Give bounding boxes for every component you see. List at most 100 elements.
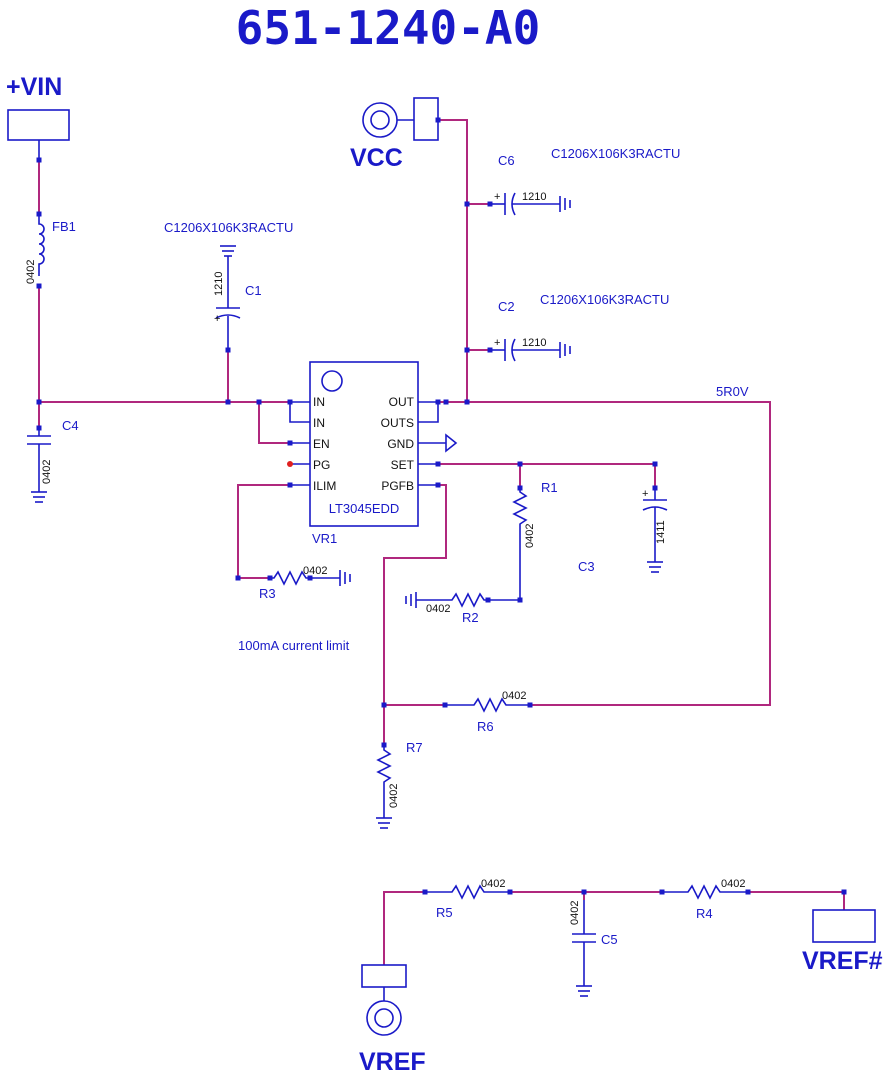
vcc-connector[interactable]: VCC bbox=[350, 97, 439, 172]
pin-pg: PG bbox=[313, 458, 330, 472]
fb1-package: 0402 bbox=[25, 260, 37, 284]
c6-part: C1206X106K3RACTU bbox=[551, 146, 680, 161]
vr1-part: LT3045EDD bbox=[329, 501, 400, 516]
vref-label: VREF bbox=[359, 1048, 426, 1076]
junction-dot bbox=[581, 889, 587, 895]
c4-package: 0402 bbox=[41, 460, 53, 484]
pin-gnd: GND bbox=[387, 437, 414, 451]
r1-ref: R1 bbox=[541, 480, 558, 495]
junction-dot bbox=[517, 461, 523, 467]
r4-resistor[interactable]: 0402 R4 bbox=[662, 878, 748, 921]
junction-dot bbox=[652, 461, 658, 467]
fb1-ref: FB1 bbox=[52, 219, 76, 234]
c1-ref: C1 bbox=[245, 283, 262, 298]
5r0v-net-label: 5R0V bbox=[716, 384, 749, 399]
r2-resistor[interactable]: 0402 R2 bbox=[405, 592, 520, 625]
pin-in-2: IN bbox=[313, 416, 325, 430]
junction-dot bbox=[745, 889, 751, 895]
c2-capacitor[interactable]: + 1210 C2 C1206X106K3RACTU bbox=[490, 292, 669, 362]
c5-capacitor[interactable]: 0402 C5 bbox=[569, 900, 618, 997]
r3-package: 0402 bbox=[303, 565, 327, 577]
junction-dot bbox=[435, 461, 441, 467]
junction-dot bbox=[36, 425, 42, 431]
c4-capacitor[interactable]: 0402 C4 bbox=[27, 418, 79, 503]
pg-pin-marker bbox=[287, 461, 293, 467]
junction-dot bbox=[225, 399, 231, 405]
junction-dot bbox=[464, 201, 470, 207]
r6-resistor[interactable]: 0402 R6 bbox=[445, 690, 530, 734]
r5-package: 0402 bbox=[481, 878, 505, 890]
c6-package: 1210 bbox=[522, 191, 546, 203]
junction-dot bbox=[381, 742, 387, 748]
junction-dot bbox=[487, 201, 493, 207]
vin-connector[interactable]: +VIN bbox=[6, 73, 70, 160]
junction-dot bbox=[307, 575, 313, 581]
r1-package: 0402 bbox=[524, 524, 536, 548]
r6-package: 0402 bbox=[502, 690, 526, 702]
c3-capacitor[interactable]: + 1411 C3 bbox=[578, 488, 668, 574]
junction-dot bbox=[36, 399, 42, 405]
r7-resistor[interactable]: 0402 R7 bbox=[376, 740, 423, 829]
junction-dot bbox=[527, 702, 533, 708]
r2-package: 0402 bbox=[426, 603, 450, 615]
junction-dot bbox=[256, 399, 262, 405]
vin-port-box bbox=[7, 109, 70, 141]
pin-out: OUT bbox=[389, 395, 415, 409]
c1-package: 1210 bbox=[213, 272, 225, 296]
vcc-label: VCC bbox=[350, 144, 403, 172]
r2-ref: R2 bbox=[462, 610, 479, 625]
junction-dots bbox=[36, 117, 847, 895]
junction-dot bbox=[517, 485, 523, 491]
junction-dot bbox=[517, 597, 523, 603]
r7-ref: R7 bbox=[406, 740, 423, 755]
vr1-regulator[interactable]: IN IN EN PG ILIM OUT OUTS GND SET PGFB L… bbox=[287, 361, 458, 546]
junction-dot bbox=[381, 702, 387, 708]
c5-ref: C5 bbox=[601, 932, 618, 947]
vin-label: +VIN bbox=[6, 73, 62, 101]
fb1-ferrite[interactable]: FB1 0402 bbox=[25, 214, 76, 284]
junction-dot bbox=[287, 482, 293, 488]
c2-package: 1210 bbox=[522, 337, 546, 349]
junction-dot bbox=[652, 485, 658, 491]
r5-ref: R5 bbox=[436, 905, 453, 920]
r5-resistor[interactable]: 0402 R5 bbox=[425, 878, 510, 920]
junction-dot bbox=[267, 575, 273, 581]
r6-ref: R6 bbox=[477, 719, 494, 734]
c2-ref: C2 bbox=[498, 299, 515, 314]
svg-text:+: + bbox=[214, 313, 220, 325]
pin-in-1: IN bbox=[313, 395, 325, 409]
pin-outs: OUTS bbox=[381, 416, 414, 430]
junction-dot bbox=[435, 399, 441, 405]
r4-ref: R4 bbox=[696, 906, 713, 921]
r4-package: 0402 bbox=[721, 878, 745, 890]
junction-dot bbox=[443, 399, 449, 405]
vr1-ref: VR1 bbox=[312, 531, 337, 546]
junction-dot bbox=[36, 157, 42, 163]
vref-connector[interactable]: VREF bbox=[359, 964, 426, 1076]
c2-part: C1206X106K3RACTU bbox=[540, 292, 669, 307]
junction-dot bbox=[435, 482, 441, 488]
svg-text:+: + bbox=[494, 191, 500, 203]
junction-dot bbox=[435, 117, 441, 123]
r7-package: 0402 bbox=[388, 784, 400, 808]
wires bbox=[38, 119, 845, 965]
c3-ref: C3 bbox=[578, 559, 595, 574]
junction-dot bbox=[659, 889, 665, 895]
junction-dot bbox=[36, 211, 42, 217]
junction-dot bbox=[442, 702, 448, 708]
junction-dot bbox=[464, 399, 470, 405]
junction-dot bbox=[464, 347, 470, 353]
vref-n-connector[interactable]: VREF# bbox=[802, 909, 883, 975]
pin-set: SET bbox=[391, 458, 415, 472]
junction-dot bbox=[235, 575, 241, 581]
c4-ref: C4 bbox=[62, 418, 79, 433]
junction-dot bbox=[485, 597, 491, 603]
c1-capacitor[interactable]: 1210 + C1 C1206X106K3RACTU bbox=[164, 220, 293, 350]
vref-n-label: VREF# bbox=[802, 947, 883, 975]
r1-resistor[interactable]: 0402 R1 bbox=[512, 480, 558, 600]
pin-pgfb: PGFB bbox=[381, 479, 414, 493]
junction-dot bbox=[487, 347, 493, 353]
r3-resistor[interactable]: 0402 R3 bbox=[259, 565, 351, 601]
svg-text:+: + bbox=[494, 337, 500, 349]
c6-capacitor[interactable]: + 1210 C6 C1206X106K3RACTU bbox=[490, 146, 680, 216]
